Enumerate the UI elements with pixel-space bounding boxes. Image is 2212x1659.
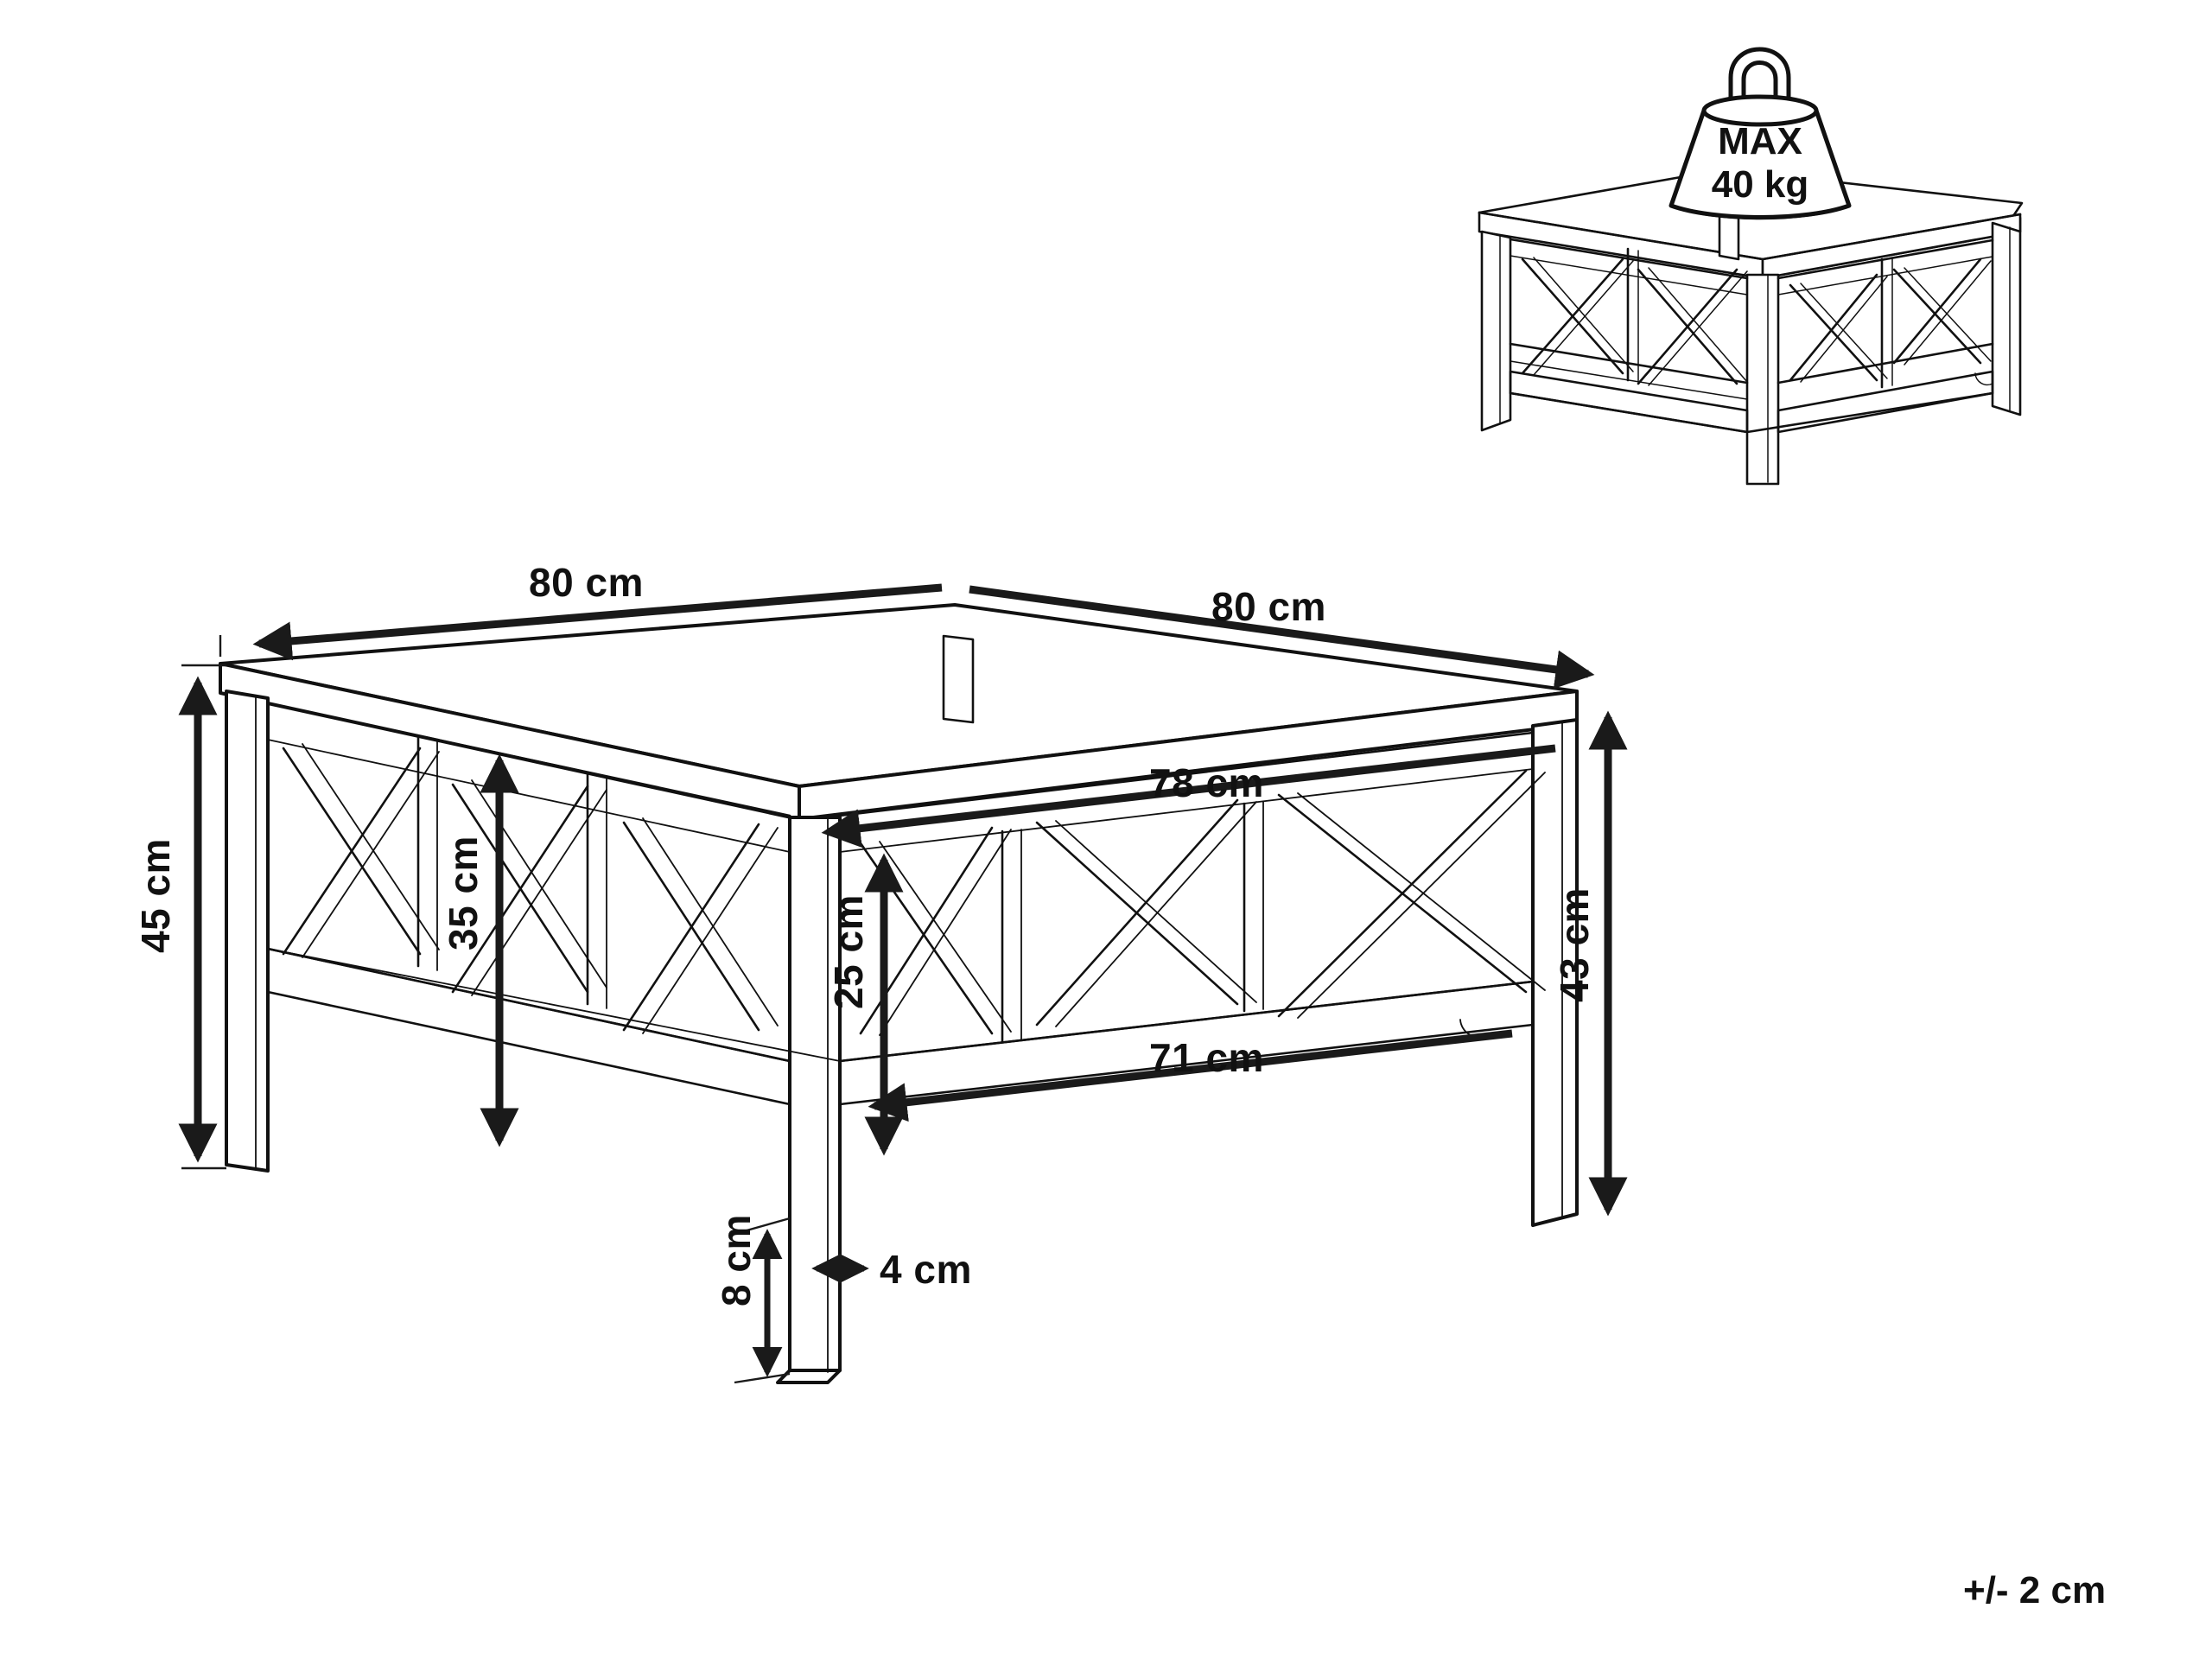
dimension-frame-width	[821, 744, 1556, 849]
dimension-top-width-right	[969, 585, 1595, 690]
weight-icon	[1669, 47, 1852, 220]
label-shelf-clearance: 25 cm	[826, 894, 871, 1009]
dimension-top-width-left	[219, 583, 943, 661]
label-frame-height-right: 43 cm	[1552, 887, 1597, 1002]
dimension-total-height	[178, 664, 226, 1170]
main-table-illustration	[219, 603, 1579, 1384]
label-leg-height: 8 cm	[714, 1214, 759, 1306]
dimension-shelf-width	[868, 1029, 1513, 1122]
dimension-leg-height	[734, 1217, 791, 1384]
label-top-width-right: 80 cm	[1211, 584, 1326, 629]
label-shelf-width: 71 cm	[1149, 1035, 1264, 1080]
label-frame-width: 78 cm	[1149, 760, 1264, 805]
label-top-width-left: 80 cm	[529, 560, 644, 605]
tolerance-note: +/- 2 cm	[1963, 1569, 2106, 1611]
label-total-height: 45 cm	[133, 838, 178, 953]
load-capacity-illustration: MAX 40 kg	[1478, 47, 2024, 486]
label-panel-height: 35 cm	[441, 836, 486, 950]
max-load-line2: 40 kg	[1712, 163, 1809, 206]
left-side-panel	[266, 702, 791, 1106]
label-leg-thickness: 4 cm	[880, 1247, 972, 1292]
mini-table	[1478, 168, 2024, 486]
max-load-line1: MAX	[1718, 120, 1802, 162]
